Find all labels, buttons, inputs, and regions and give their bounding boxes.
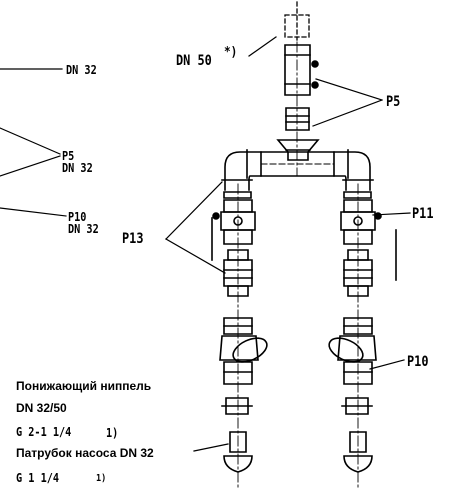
label-p10-left-dn: DN 32 (68, 222, 99, 236)
tee-fitting (261, 140, 334, 176)
note-reducer-thread: G 2-1 1/4 (16, 425, 72, 439)
label-dn50-note-mark: *) (224, 45, 238, 60)
right-ball-valve (341, 200, 396, 280)
left-reducer-fitting (222, 398, 252, 414)
label-dn50: DN 50 (176, 53, 212, 69)
right-check-valve (325, 318, 376, 384)
label-p5-left-dn: DN 32 (62, 161, 93, 175)
note-reducer-size: DN 32/50 (16, 401, 67, 415)
center-lines (238, 42, 358, 488)
label-dn32-top: DN 32 (66, 63, 97, 77)
label-p13: P13 (122, 231, 144, 247)
note-pump-ref: 1) (96, 473, 107, 484)
right-reducer-fitting (342, 398, 372, 414)
nipple (286, 108, 309, 130)
note-reducer-nipple: Понижающий ниппель (16, 379, 152, 393)
leader-lines (0, 37, 410, 451)
right-elbow (334, 150, 373, 198)
note-reducer-ref: 1) (106, 426, 119, 440)
label-p11: P11 (412, 206, 434, 222)
label-p5-left: P5 (62, 149, 75, 163)
label-p10-right: P10 (407, 354, 429, 370)
dn50-placeholder (285, 2, 309, 40)
top-adapter (285, 45, 318, 95)
note-pump-nozzle: Патрубок насоса DN 32 (16, 446, 154, 460)
label-p10-left: P10 (68, 210, 87, 224)
note-pump-thread: G 1 1/4 (16, 471, 59, 485)
label-p5-right: P5 (386, 94, 401, 110)
left-check-valve (220, 318, 271, 384)
left-elbow (222, 150, 261, 198)
